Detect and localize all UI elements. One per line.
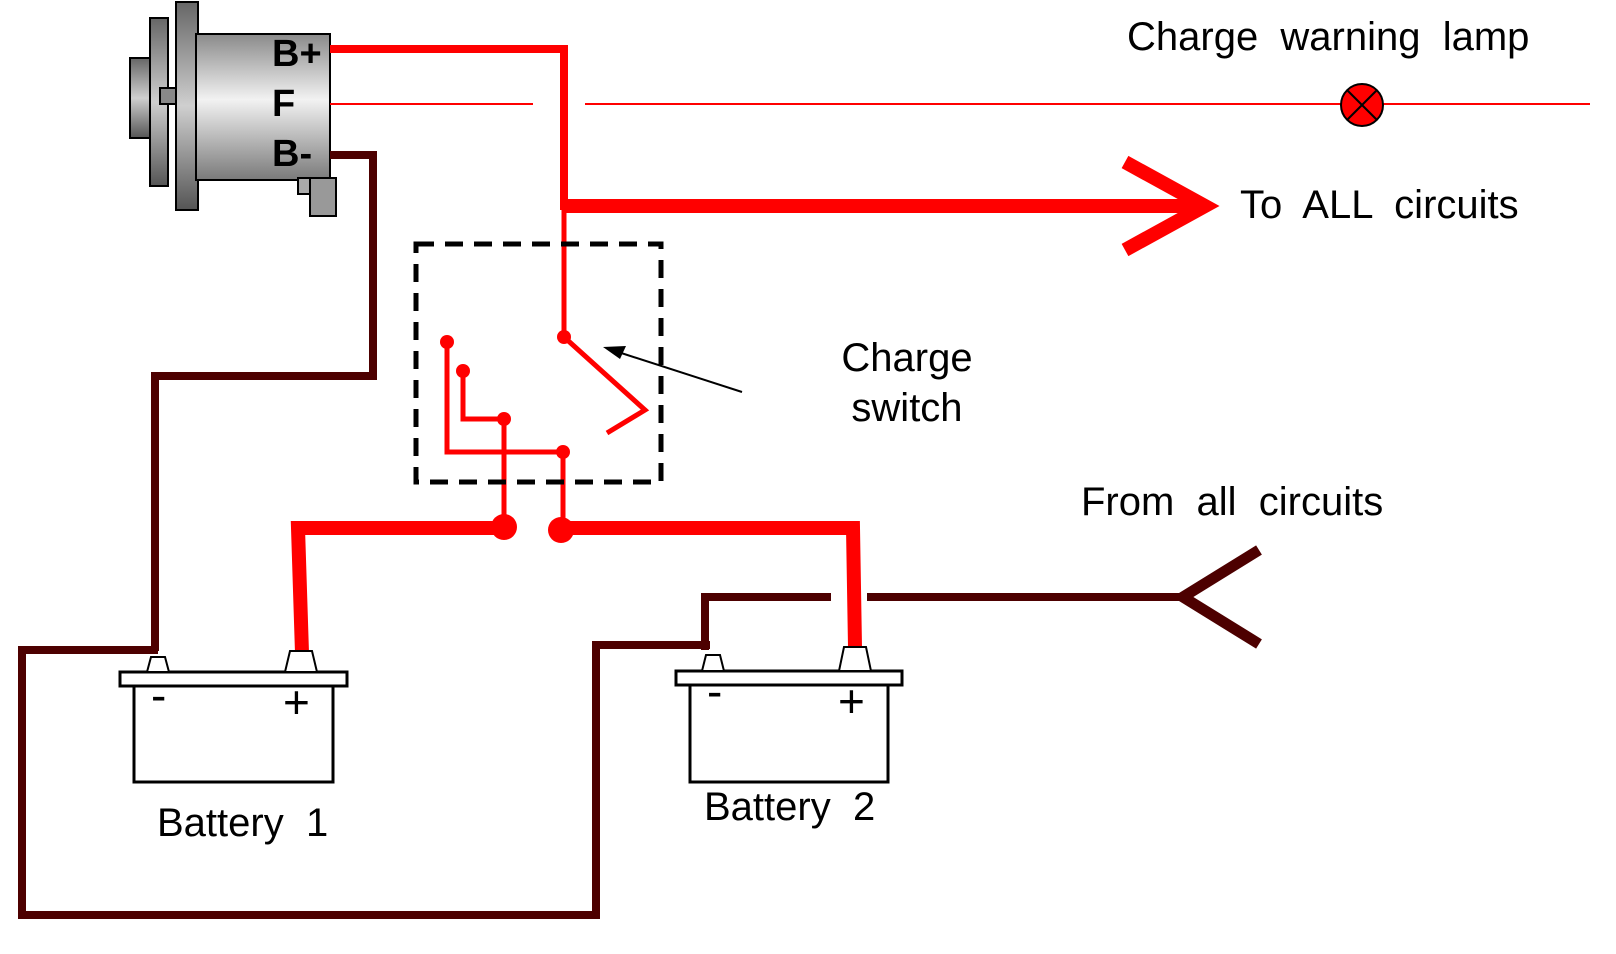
junction-dot <box>548 517 574 543</box>
terminal-b-minus-label: B- <box>272 133 312 175</box>
battery-2: - + <box>674 646 904 784</box>
battery-1-negative-sign: - <box>151 669 166 721</box>
charge-switch-label-line1: Charge <box>841 336 972 380</box>
switch-contact-1-wire <box>444 342 563 455</box>
switch-pivot-dot <box>557 330 571 344</box>
battery-1-positive-sign: + <box>283 676 310 728</box>
negative-wire-battery1 <box>18 641 710 919</box>
charge-warning-lamp-label: Charge warning lamp <box>1127 15 1529 59</box>
switch-blade <box>562 335 650 436</box>
charge-switch-label-line2: switch <box>851 386 962 430</box>
charge-warning-lamp-icon <box>1340 83 1384 127</box>
positive-wire-b-plus <box>330 45 568 210</box>
positive-wire-battery1 <box>290 521 504 654</box>
to-all-circuits-arrow <box>1121 155 1220 257</box>
terminal-f-label: F <box>272 83 295 125</box>
junction-dot <box>556 445 570 459</box>
battery-2-negative-sign: - <box>707 665 722 717</box>
from-all-circuits-label: From all circuits <box>1081 480 1383 524</box>
battery-2-label: Battery 2 <box>704 785 875 829</box>
junction-dot <box>491 514 517 540</box>
terminal-b-plus-label: B+ <box>272 33 322 75</box>
switch-contact-2-dot <box>456 364 470 378</box>
battery-1: - + <box>118 650 349 784</box>
positive-wire-battery2 <box>561 521 862 648</box>
negative-wire-battery2 <box>701 593 831 650</box>
switch-contact-2-wire <box>460 371 504 422</box>
from-all-circuits-arrow <box>1172 545 1262 649</box>
switch-contact-1-dot <box>440 335 454 349</box>
charge-switch-box <box>413 241 664 485</box>
negative-wire-alternator <box>151 151 377 651</box>
alternator: B+ F B- <box>129 1 337 217</box>
battery-2-positive-sign: + <box>838 675 865 727</box>
battery-1-label: Battery 1 <box>157 801 328 845</box>
to-all-circuits-label: To ALL circuits <box>1240 183 1519 227</box>
junction-dot <box>497 412 511 426</box>
charge-switch-pointer <box>603 346 743 393</box>
